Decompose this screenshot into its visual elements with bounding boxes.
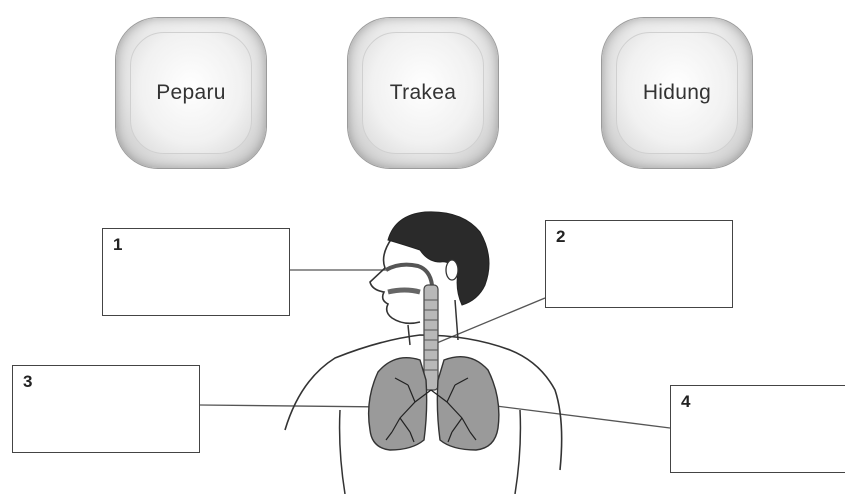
answer-box-3[interactable]: 3 bbox=[12, 365, 200, 453]
answer-box-4[interactable]: 4 bbox=[670, 385, 845, 473]
trachea bbox=[424, 285, 438, 390]
left-arm-line bbox=[340, 410, 345, 494]
answer-box-number: 4 bbox=[681, 392, 690, 412]
answer-box-2[interactable]: 2 bbox=[545, 220, 733, 308]
answer-box-1[interactable]: 1 bbox=[102, 228, 290, 316]
leader-line-2 bbox=[432, 298, 545, 345]
face-profile bbox=[370, 238, 420, 323]
left-lung bbox=[369, 358, 427, 450]
leader-line-4 bbox=[488, 405, 670, 428]
right-arm-line bbox=[515, 410, 520, 494]
answer-box-number: 1 bbox=[113, 235, 122, 255]
nasal-cavity bbox=[386, 265, 432, 285]
ear bbox=[446, 260, 458, 280]
answer-box-number: 3 bbox=[23, 372, 32, 392]
answer-box-number: 2 bbox=[556, 227, 565, 247]
right-lung bbox=[437, 357, 499, 450]
oral-cavity bbox=[388, 290, 420, 292]
